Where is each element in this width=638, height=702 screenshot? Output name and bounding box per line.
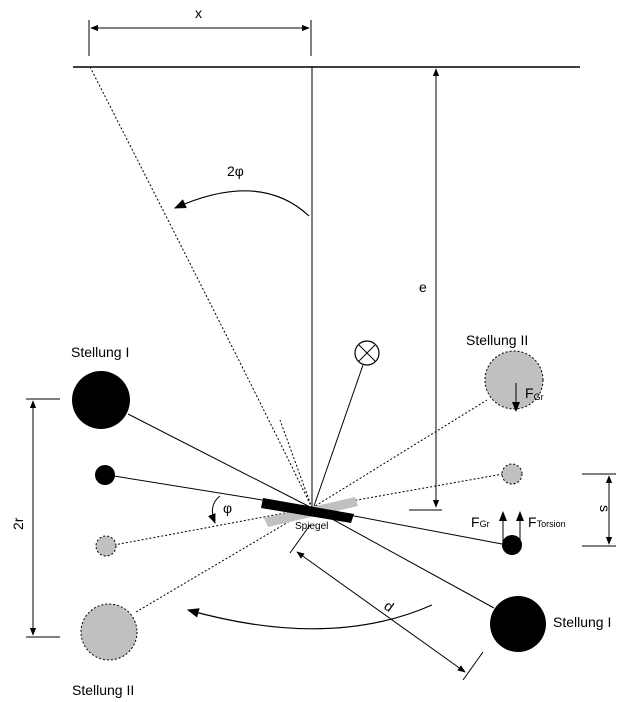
x-label: x (195, 5, 202, 21)
large-mass-II-left (80, 603, 138, 661)
two-r-label: 2r (10, 517, 26, 530)
large-mass-I-right (490, 596, 546, 652)
position-I-label-top-left: Stellung I (71, 344, 129, 360)
two-phi-arc (173, 190, 310, 217)
arm-small-II-left (113, 507, 313, 546)
x-dimension: x (88, 5, 312, 56)
arm-large-I-left (127, 413, 313, 509)
force-gravity-label-top: FGr (525, 385, 544, 402)
large-mass-I-left (72, 371, 130, 429)
position-II-label-top-right: Stellung II (466, 332, 528, 348)
arm-large-II-right (311, 399, 488, 509)
phi-arc (208, 495, 221, 524)
ray-dotted-upper (279, 419, 313, 509)
two-phi-label: 2φ (227, 163, 244, 179)
arm-large-II-left (135, 507, 313, 613)
e-dimension: e (409, 68, 442, 511)
incident-ray (313, 364, 364, 507)
e-label: e (419, 279, 427, 295)
position-II-label-bottom-left: Stellung II (72, 682, 134, 698)
d-label: d (381, 597, 397, 615)
force-gravity-label-bottom: FGr (471, 514, 490, 530)
d-dimension: d (289, 524, 484, 681)
s-dimension: s (582, 473, 616, 547)
mirror-position-I (261, 498, 354, 523)
small-mass-I-right (502, 535, 522, 555)
small-mass-II-right (501, 463, 523, 485)
two-r-dimension: 2r (10, 398, 60, 638)
phi-label: φ (223, 500, 232, 516)
rotation-arc (186, 604, 433, 630)
circle-x-icon (354, 340, 380, 366)
deflected-ray (89, 66, 313, 509)
mirror-label: Spiegel (295, 521, 328, 532)
position-I-label-bottom-right: Stellung I (553, 614, 611, 630)
small-mass-II-left (95, 535, 117, 557)
s-label: s (597, 505, 613, 512)
arm-large-I-right (311, 507, 495, 609)
small-mass-I-left (95, 465, 115, 485)
force-torsion-label: FTorsion (528, 514, 566, 530)
